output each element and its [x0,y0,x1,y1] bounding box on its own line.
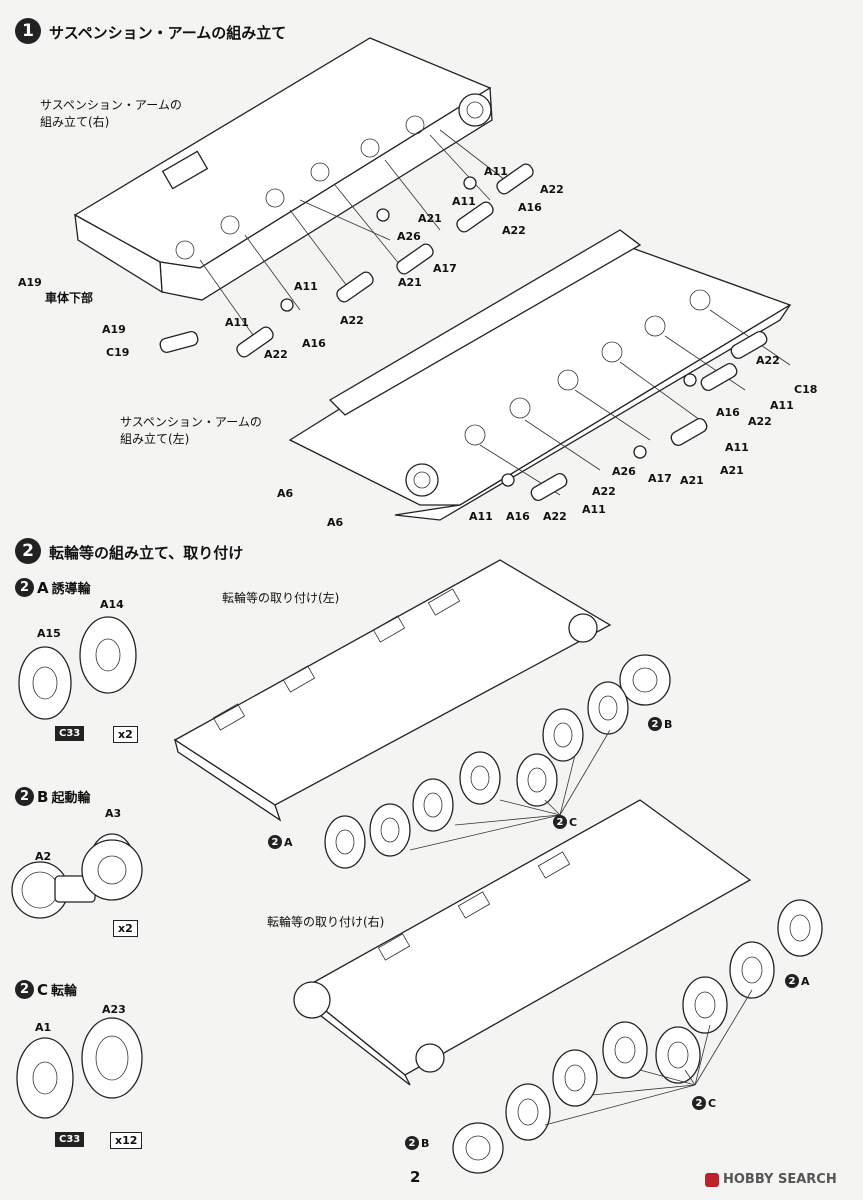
step-1-title: サスペンション・アームの組み立て [49,24,287,42]
part-label: A17 [648,472,672,485]
sub-step-name: 誘導輪 [51,582,91,597]
step-2-badge: 2 [15,538,41,564]
part-label: A11 [469,510,493,523]
part-label: A22 [748,415,772,428]
part-label: A11 [452,195,476,208]
part-label: A16 [506,510,530,523]
part-c33-badge: C33 [55,726,85,741]
sub-step-letter: A [37,578,49,597]
part-label: A16 [716,406,740,419]
watermark: HOBBY SEARCH [705,1172,837,1187]
part-c33-badge: C33 [55,1132,85,1147]
quantity-badge: x12 [110,1132,143,1149]
part-label: C19 [106,346,130,359]
part-label: A2 [35,850,52,863]
part-label: A17 [433,262,457,275]
part-label: A16 [518,201,542,214]
part-label: A11 [484,165,508,178]
right-arm-caption: サスペンション・アームの組み立て(右) [40,98,182,129]
part-label: A22 [340,314,364,327]
part-label: A6 [327,516,344,529]
page-number: 2 [410,1168,421,1186]
part-label: A22 [543,510,567,523]
part-label: A22 [540,183,564,196]
part-label: A6 [277,487,294,500]
part-label: A22 [502,224,526,237]
road-wheel-drawing [16,1017,143,1119]
chassis-right-drawing [293,799,823,1174]
left-arm-caption: サスペンション・アームの組み立て(左) [120,415,262,446]
step-1-badge: 1 [15,18,41,44]
part-label: A1 [35,1021,52,1034]
hull-left-drawing [288,229,792,521]
lower-hull-label: 車体下部 [45,291,94,305]
part-label: A19 [102,323,126,336]
part-label: A11 [225,316,249,329]
part-label: A21 [680,474,704,487]
sub-step-badge: 2 [15,578,34,597]
part-label: A26 [612,465,636,478]
chassis-left-drawing [173,559,671,869]
idler-wheel-drawing [18,616,137,720]
part-label: A11 [294,280,318,293]
part-label: A22 [756,354,780,367]
part-label: A3 [105,807,122,820]
sub-step-letter: B [37,787,49,806]
part-label: A16 [302,337,326,350]
part-label: C18 [794,383,818,396]
sub-step-2c-header: 2 C 転輪 [15,980,77,999]
sprocket-drawing [11,833,143,919]
part-label: A21 [720,464,744,477]
watermark-logo-icon [705,1172,719,1187]
sub-step-2b-header: 2 B 起動輪 [15,787,90,806]
sub-step-badge: 2 [15,980,34,999]
quantity-badge: x2 [113,920,138,937]
right-running-gear-caption: 転輪等の取り付け(右) [267,915,385,929]
part-label: A26 [397,230,421,243]
part-label: A22 [592,485,616,498]
part-label: A11 [770,399,794,412]
sub-step-name: 転輪 [51,984,78,999]
part-label: A21 [418,212,442,225]
hull-right-drawing [73,37,534,358]
part-label: A21 [398,276,422,289]
sub-step-badge: 2 [15,787,34,806]
sub-step-letter: C [37,980,49,999]
part-label: A15 [37,627,61,640]
part-label: A11 [582,503,606,516]
sub-step-name: 起動輪 [51,791,91,806]
step-2-title: 転輪等の組み立て、取り付け [49,544,244,562]
part-label: A14 [100,598,124,611]
part-label: A19 [18,276,42,289]
quantity-badge: x2 [113,726,138,743]
left-running-gear-caption: 転輪等の取り付け(左) [222,591,340,605]
sub-step-2a-header: 2 A 誘導輪 [15,578,91,597]
part-label: A23 [102,1003,126,1016]
part-label: A22 [264,348,288,361]
part-label: A11 [725,441,749,454]
